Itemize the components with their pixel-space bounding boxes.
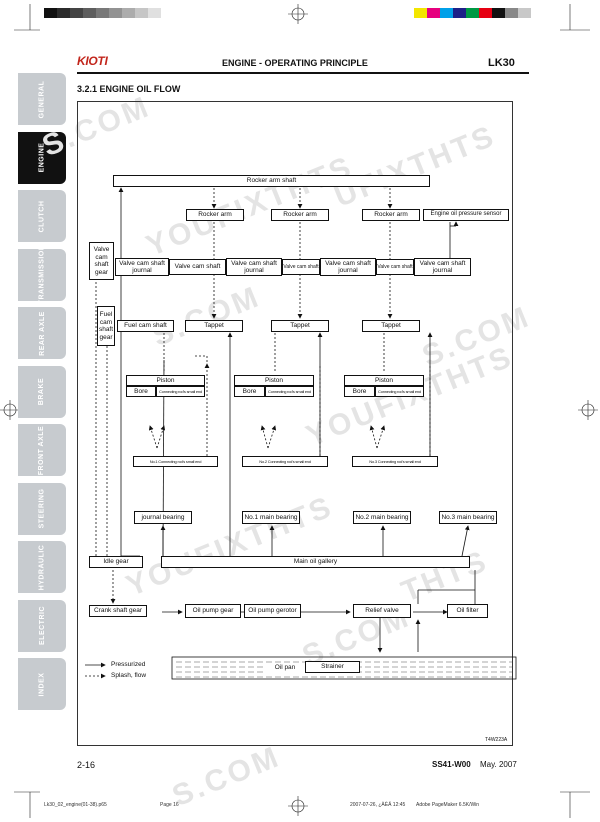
valve-cam-shaft-journal-1: Valve cam shaft journal (115, 258, 169, 276)
rocker-arm-1: Rocker arm (186, 209, 244, 221)
piston-3: Piston (344, 375, 424, 386)
tappet-2: Tappet (271, 320, 329, 332)
chapter-tab-index[interactable]: INDEX (18, 658, 66, 710)
bore-2: Bore (234, 386, 265, 397)
valve-cam-shaft-journal-4: Valve cam shaft journal (414, 258, 471, 276)
color-swatch (414, 8, 427, 18)
conrod-small-end-1: Connecting rod's small end (156, 386, 205, 397)
color-swatch (466, 8, 479, 18)
chapter-tab-rear-axle[interactable]: REAR AXLE (18, 307, 66, 359)
color-swatch (440, 8, 453, 18)
engine-oil-pressure-sensor: Engine oil pressure sensor (423, 209, 509, 221)
conrod-big-end-3: No.3 Connecting rod's small end (352, 456, 438, 467)
grayscale-color-strip (44, 8, 161, 18)
conrod-small-end-2: Connecting rod's small end (265, 386, 314, 397)
piston-2: Piston (234, 375, 314, 386)
valve-cam-shaft-1: Valve cam shaft (169, 259, 226, 275)
chapter-tab-hydraulic[interactable]: HYDRAULIC (18, 541, 66, 593)
legend-splash-flow: Splash, flow (111, 672, 147, 679)
conrod-big-end-2: No.2 Connecting rod's small end (242, 456, 328, 467)
bore-1: Bore (126, 386, 156, 397)
diagram-frame (77, 101, 513, 746)
slug-file: Lk30_02_engine(01-38).p65 (44, 802, 107, 808)
page-header-title: ENGINE - OPERATING PRINCIPLE (222, 58, 368, 68)
slug-app: Adobe PageMaker 6.5K/Win (416, 802, 480, 808)
conrod-small-end-3: Connecting rod's small end (375, 386, 424, 397)
color-swatch (427, 8, 440, 18)
chapter-tab-steering[interactable]: STEERING (18, 482, 66, 535)
header-rule (77, 72, 529, 74)
oil-pump-gear: Oil pump gear (185, 604, 241, 618)
main-bearing-1: No.1 main bearing (242, 511, 300, 524)
document-code: SS41-W00 (432, 760, 471, 769)
color-swatch (122, 8, 135, 18)
strainer: Strainer (305, 661, 360, 673)
slug-page: Page 16 (160, 802, 179, 808)
color-swatch (453, 8, 466, 18)
fuel-cam-shaft-gear: Fuel cam shaft gear (97, 306, 115, 346)
valve-cam-shaft-journal-3: Valve cam shaft journal (320, 258, 376, 276)
chapter-tab-transmission[interactable]: TRANSMISSION (18, 245, 66, 304)
rocker-arm-shaft: Rocker arm shaft (113, 175, 430, 187)
valve-cam-shaft-2: Valve cam shaft (282, 259, 320, 275)
chapter-tab-brake[interactable]: BRAKE (18, 365, 66, 418)
color-swatch (109, 8, 122, 18)
color-swatch (148, 8, 161, 18)
color-swatch (135, 8, 148, 18)
oil-filter: Oil filter (447, 604, 488, 618)
chapter-tab-general[interactable]: GENERAL (18, 73, 66, 125)
chapter-tab-front-axle[interactable]: FRONT AXLE (18, 424, 66, 476)
color-swatch (44, 8, 57, 18)
crank-shaft-gear: Crank shaft gear (89, 605, 147, 617)
fuel-cam-shaft: Fuel cam shaft (117, 320, 174, 332)
tappet-3: Tappet (362, 320, 420, 332)
section-title: 3.2.1 ENGINE OIL FLOW (77, 84, 181, 94)
rocker-arm-3: Rocker arm (362, 209, 420, 221)
model-code: LK30 (488, 57, 515, 69)
oil-pan: Oil pan (265, 663, 305, 673)
valve-cam-shaft-3: Valve cam shaft (376, 259, 414, 275)
kioti-logo: KIOTI (77, 54, 108, 68)
publication-date: May. 2007 (480, 760, 517, 769)
page-number: 2-16 (77, 760, 96, 770)
color-swatch (518, 8, 531, 18)
oil-pump-gerotor: Oil pump gerotor (244, 604, 301, 618)
color-swatch (70, 8, 83, 18)
relief-valve: Relief valve (353, 604, 411, 618)
slug-timestamp: 2007-07-26, ¿ÀÈÄ 12:45 (350, 802, 406, 808)
color-swatch (83, 8, 96, 18)
valve-cam-shaft-gear: Valve cam shaft gear (89, 242, 114, 280)
main-oil-gallery: Main oil gallery (161, 556, 470, 568)
color-swatch (479, 8, 492, 18)
main-bearing-2: No.2 main bearing (353, 511, 411, 524)
legend-pressurized: Pressurized (111, 661, 146, 668)
bore-3: Bore (344, 386, 375, 397)
color-swatch (57, 8, 70, 18)
main-bearing-3: No.3 main bearing (439, 511, 497, 524)
piston-1: Piston (126, 375, 205, 386)
conrod-big-end-1: No.1 Connecting rod's small end (133, 456, 218, 467)
rocker-arm-2: Rocker arm (271, 209, 329, 221)
color-swatch (492, 8, 505, 18)
valve-cam-shaft-journal-2: Valve cam shaft journal (226, 258, 282, 276)
chapter-tab-electric[interactable]: ELECTRIC (18, 599, 66, 652)
chapter-tab-clutch[interactable]: CLUTCH (18, 190, 66, 242)
journal-bearing: journal bearing (134, 511, 192, 524)
color-swatch (96, 8, 109, 18)
process-color-strip (414, 8, 531, 18)
chapter-tab-engine[interactable]: ENGINE (18, 131, 66, 184)
color-swatch (505, 8, 518, 18)
figure-code: T4W223A (485, 737, 508, 743)
tappet-1: Tappet (185, 320, 243, 332)
idle-gear: Idle gear (89, 556, 143, 568)
